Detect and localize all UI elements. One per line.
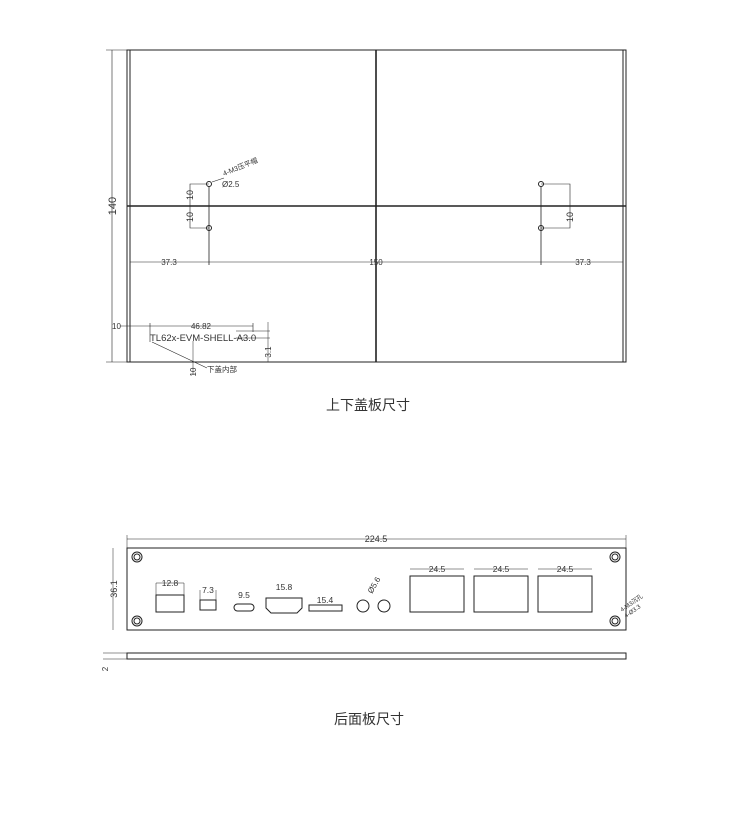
rj45-port: [537, 575, 593, 613]
dim-dc: 15.4: [317, 595, 334, 605]
label-text: TL62x-EVM-SHELL-A3.0: [150, 333, 256, 344]
dim-hole-10-lower: 10: [185, 212, 195, 222]
dim-36-1: 36.1: [109, 580, 119, 598]
corner-holes: [131, 551, 621, 627]
hole-diameter: Ø2.5: [222, 180, 240, 189]
dim-hole-10-right: 10: [565, 212, 575, 222]
dim-150: 150: [369, 258, 383, 267]
hdmi-port: [265, 597, 303, 614]
dim-37-3-right: 37.3: [575, 258, 591, 267]
rear-panel-outline: [126, 547, 627, 631]
rear-panel-caption: 后面板尺寸: [334, 712, 404, 728]
hole-note: 4-M3压平帽: [221, 156, 259, 178]
top-cover-caption: 上下盖板尺寸: [326, 398, 410, 414]
dim-rj45: 24.5: [493, 564, 510, 574]
usb-c-port: [233, 603, 255, 612]
dim-hole-10-upper: 10: [185, 190, 195, 200]
dim-usb-c: 9.5: [238, 590, 250, 600]
usb-a-port: [155, 594, 185, 613]
rear-panel-side-view: [126, 652, 627, 660]
dim-rj45: 24.5: [429, 564, 446, 574]
dim-thickness: 2: [101, 666, 110, 671]
dim-37-3-left: 37.3: [161, 258, 177, 267]
dim-hdmi: 15.8: [276, 582, 293, 592]
dc-port: [308, 604, 343, 612]
rj45-port: [473, 575, 529, 613]
dim-140-label: 140: [107, 197, 119, 215]
rj45-port: [409, 575, 465, 613]
dim-224-5: 224.5: [365, 534, 388, 544]
audio-jack: [356, 599, 370, 613]
label-offset-bottom: 10: [189, 367, 198, 376]
usb-mini-port: [199, 599, 217, 611]
dim-audio: Ø5.6: [366, 575, 383, 595]
label-width-dim: 46.82: [191, 322, 212, 331]
dim-usb: 12.8: [162, 578, 179, 588]
top-cover-drawing: 140 10 10 10 4-M3压平帽 Ø2.5 37.3 150 37.3 …: [106, 49, 627, 376]
dim-rj45: 24.5: [557, 564, 574, 574]
audio-jack: [377, 599, 391, 613]
rear-panel-drawing: 224.5 36.1 12.8 7.3 9.5 15.8 15.4 Ø5.6 2…: [101, 534, 644, 671]
label-height-dim: 3.1: [264, 346, 273, 358]
label-note: 下盖内部: [207, 364, 237, 374]
label-offset-left: 10: [112, 322, 121, 331]
dim-mini-usb: 7.3: [202, 585, 214, 595]
